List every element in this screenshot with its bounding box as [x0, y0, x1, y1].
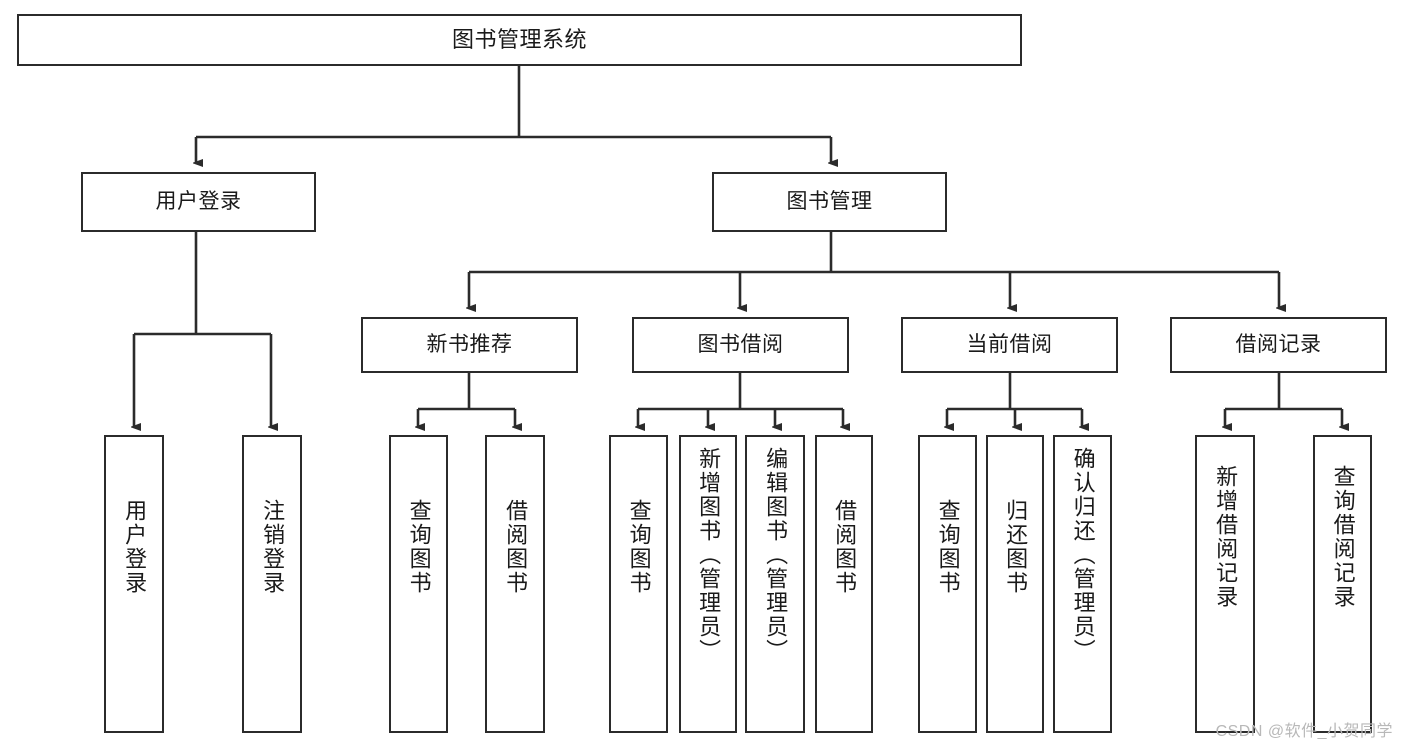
node-user-login-label: 用户登录 — [155, 189, 242, 213]
leaf-add-borrow-record[interactable]: 新增借阅记录 — [1195, 435, 1255, 733]
leaf-query-book-recommend-label: 查询图书 — [406, 499, 432, 595]
leaf-confirm-return-admin[interactable]: 确认归还（管理员） — [1053, 435, 1112, 733]
node-book-borrow-label: 图书借阅 — [697, 332, 784, 356]
leaf-return-book-label: 归还图书 — [1003, 499, 1029, 595]
leaf-user-login-label: 用户登录 — [122, 499, 148, 595]
leaf-add-borrow-record-label: 新增借阅记录 — [1213, 465, 1239, 609]
leaf-query-book-current[interactable]: 查询图书 — [918, 435, 977, 733]
node-book-management-label: 图书管理 — [786, 189, 873, 213]
node-new-book-recommend-label: 新书推荐 — [426, 332, 513, 356]
node-user-login[interactable]: 用户登录 — [81, 172, 316, 232]
leaf-add-book-admin[interactable]: 新增图书（管理员） — [679, 435, 737, 733]
leaf-user-login[interactable]: 用户登录 — [104, 435, 164, 733]
leaf-query-borrow-record-label: 查询借阅记录 — [1330, 465, 1356, 609]
leaf-logout-label: 注销登录 — [260, 499, 286, 595]
node-book-borrow[interactable]: 图书借阅 — [632, 317, 849, 373]
node-root[interactable]: 图书管理系统 — [17, 14, 1022, 66]
leaf-borrow-book-label: 借阅图书 — [832, 499, 858, 595]
leaf-query-book-borrow[interactable]: 查询图书 — [609, 435, 668, 733]
node-current-borrow[interactable]: 当前借阅 — [901, 317, 1118, 373]
leaf-query-book-borrow-label: 查询图书 — [626, 499, 652, 595]
leaf-borrow-book-recommend-label: 借阅图书 — [503, 499, 529, 595]
leaf-borrow-book[interactable]: 借阅图书 — [815, 435, 873, 733]
node-borrow-record[interactable]: 借阅记录 — [1170, 317, 1387, 373]
node-borrow-record-label: 借阅记录 — [1235, 332, 1322, 356]
node-current-borrow-label: 当前借阅 — [966, 332, 1053, 356]
leaf-borrow-book-recommend[interactable]: 借阅图书 — [485, 435, 545, 733]
leaf-add-book-admin-label: 新增图书（管理员） — [696, 447, 722, 663]
leaf-edit-book-admin[interactable]: 编辑图书（管理员） — [745, 435, 805, 733]
leaf-query-book-current-label: 查询图书 — [935, 499, 961, 595]
leaf-return-book[interactable]: 归还图书 — [986, 435, 1044, 733]
leaf-query-borrow-record[interactable]: 查询借阅记录 — [1313, 435, 1372, 733]
leaf-logout[interactable]: 注销登录 — [242, 435, 302, 733]
node-book-management[interactable]: 图书管理 — [712, 172, 947, 232]
leaf-edit-book-admin-label: 编辑图书（管理员） — [763, 447, 789, 663]
leaf-query-book-recommend[interactable]: 查询图书 — [389, 435, 448, 733]
watermark: CSDN @软件_小贺同学 — [1215, 723, 1393, 740]
node-new-book-recommend[interactable]: 新书推荐 — [361, 317, 578, 373]
leaf-confirm-return-admin-label: 确认归还（管理员） — [1070, 447, 1096, 663]
node-root-label: 图书管理系统 — [451, 27, 587, 53]
